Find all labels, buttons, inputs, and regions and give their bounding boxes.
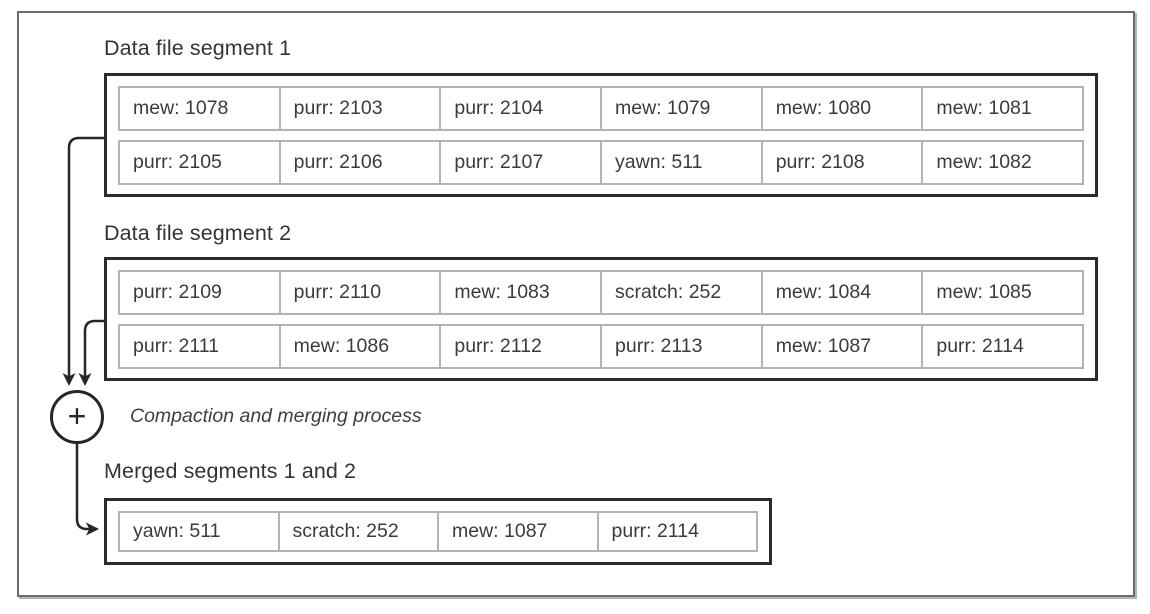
record-cell: purr: 2111 xyxy=(120,325,281,367)
merge-process-label: Compaction and merging process xyxy=(130,405,422,427)
merged-row: yawn: 511 scratch: 252 mew: 1087 purr: 2… xyxy=(118,511,758,552)
record-cell: purr: 2113 xyxy=(602,325,763,367)
record-cell: mew: 1087 xyxy=(763,325,924,367)
segment1-title: Data file segment 1 xyxy=(104,36,292,60)
record-cell: mew: 1086 xyxy=(281,325,442,367)
record-cell: yawn: 511 xyxy=(120,513,280,550)
segment2-row-2: purr: 2111 mew: 1086 purr: 2112 purr: 21… xyxy=(118,323,1084,369)
segment2-box: purr: 2109 purr: 2110 mew: 1083 scratch:… xyxy=(104,257,1098,381)
record-cell: mew: 1079 xyxy=(602,87,763,129)
record-cell: purr: 2105 xyxy=(120,141,281,183)
segment2-title: Data file segment 2 xyxy=(104,221,292,245)
record-cell: yawn: 511 xyxy=(602,141,763,183)
record-cell: purr: 2112 xyxy=(441,325,603,367)
segment1-row-1: mew: 1078 purr: 2103 purr: 2104 mew: 107… xyxy=(118,85,1084,131)
record-cell: mew: 1080 xyxy=(763,87,924,129)
segment2-row-1: purr: 2109 purr: 2110 mew: 1083 scratch:… xyxy=(118,269,1084,315)
segment1-row-2: purr: 2105 purr: 2106 purr: 2107 yawn: 5… xyxy=(118,139,1084,185)
record-cell: purr: 2107 xyxy=(441,141,603,183)
record-cell: purr: 2114 xyxy=(611,520,699,542)
record-cell: mew: 1083 xyxy=(441,271,603,313)
record-cell: scratch: 252 xyxy=(280,513,439,550)
record-cell: purr: 2103 xyxy=(281,87,442,129)
record-cell: mew: 1082 xyxy=(936,150,1032,173)
record-cell: purr: 2114 xyxy=(936,334,1024,357)
record-cell: purr: 2110 xyxy=(281,271,442,313)
record-cell: purr: 2104 xyxy=(441,87,603,129)
segment1-box: mew: 1078 purr: 2103 purr: 2104 mew: 107… xyxy=(104,73,1098,197)
merged-box: yawn: 511 scratch: 252 mew: 1087 purr: 2… xyxy=(104,498,772,565)
record-cell: mew: 1078 xyxy=(120,87,281,129)
merge-operator-circle: + xyxy=(50,390,104,444)
record-cell: mew: 1085 xyxy=(936,280,1032,303)
plus-icon: + xyxy=(67,397,87,434)
merged-title: Merged segments 1 and 2 xyxy=(104,459,357,483)
record-cell: purr: 2106 xyxy=(281,141,442,183)
record-cell: mew: 1084 xyxy=(763,271,924,313)
record-cell: mew: 1087 xyxy=(439,513,599,550)
record-cell: mew: 1081 xyxy=(936,96,1032,119)
record-cell: purr: 2109 xyxy=(120,271,281,313)
record-cell: purr: 2108 xyxy=(763,141,924,183)
record-cell: scratch: 252 xyxy=(602,271,763,313)
